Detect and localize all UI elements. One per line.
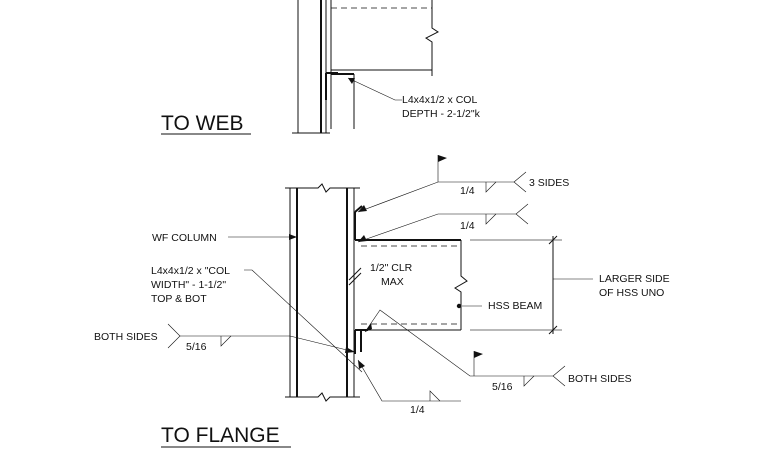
flange-column-top-break bbox=[285, 183, 360, 193]
weld-right-arrow-line bbox=[364, 309, 553, 377]
weld-left-arrow-line bbox=[289, 335, 356, 353]
flange-connection-detail: LARGER SIDE OF HSS UNO HSS BEAM 1/2" CLR… bbox=[94, 155, 670, 448]
weld-top-tail bbox=[513, 171, 527, 193]
weld-bottom-size: 1/4 bbox=[410, 404, 425, 416]
flange-view-title: TO FLANGE bbox=[161, 424, 280, 447]
web-angle-leader bbox=[347, 77, 402, 101]
flange-column-bottom-break bbox=[285, 392, 360, 402]
weld-right-tail-note: BOTH SIDES bbox=[568, 373, 632, 385]
weld-right-fillet-symbol bbox=[523, 375, 535, 387]
weld-top-tail-note: 3 SIDES bbox=[529, 177, 569, 189]
weld-right-size: 5/16 bbox=[492, 381, 513, 393]
weld-bottom-arrow-line bbox=[357, 359, 461, 402]
weld-symbol-right: 5/16 BOTH SIDES bbox=[364, 309, 632, 393]
web-angle-note-line-1: L4x4x1/2 x COL bbox=[402, 94, 477, 106]
weld-second-size: 1/4 bbox=[460, 220, 475, 232]
weld-second-fillet-symbol bbox=[485, 213, 497, 225]
weld-symbol-second: 1/4 bbox=[357, 203, 529, 243]
clearance-tick-2 bbox=[348, 272, 362, 286]
weld-left-size: 5/16 bbox=[186, 341, 207, 353]
web-connection-detail: L4x4x1/2 x COL DEPTH - 2-1/2"k TO WEB bbox=[161, 0, 481, 135]
weld-top-field-flag bbox=[438, 155, 447, 162]
weld-bottom-fillet-symbol bbox=[429, 390, 441, 402]
weld-right-tail bbox=[552, 365, 566, 387]
weld-second-arrowhead bbox=[358, 235, 367, 242]
weld-left-arrowhead bbox=[345, 347, 355, 353]
hss-beam-break-line bbox=[454, 240, 468, 330]
flange-angle-note-line-3: TOP & BOT bbox=[151, 293, 207, 305]
web-beam-break-line bbox=[425, 0, 439, 76]
dim-note-line-1: LARGER SIDE bbox=[599, 273, 670, 285]
weld-right-arrowhead bbox=[365, 323, 372, 332]
clearance-note-line-1: 1/2" CLR bbox=[370, 262, 413, 274]
weld-second-arrow-line bbox=[357, 213, 516, 243]
beam-label-dot bbox=[456, 303, 462, 309]
flange-angle-note-line-1: L4x4x1/2 x "COL bbox=[151, 265, 230, 277]
column-leader-arrow bbox=[289, 234, 297, 240]
flange-angle-note-line-2: WIDTH" - 1-1/2" bbox=[151, 279, 226, 291]
web-leader-arrow bbox=[348, 78, 355, 84]
dim-tick-bottom bbox=[548, 325, 558, 335]
clearance-tick-1 bbox=[348, 267, 362, 281]
flange-angle-leader bbox=[244, 269, 363, 373]
weld-symbol-left: BOTH SIDES 5/16 bbox=[94, 323, 356, 353]
weld-second-tail bbox=[515, 203, 529, 225]
weld-top-fillet-symbol bbox=[485, 181, 497, 193]
weld-bottom-arrowhead bbox=[358, 360, 365, 369]
column-label: WF COLUMN bbox=[152, 232, 217, 244]
weld-symbol-top: 1/4 3 SIDES bbox=[357, 155, 569, 213]
weld-top-arrowhead bbox=[358, 205, 367, 212]
weld-left-fillet-symbol bbox=[220, 335, 232, 347]
weld-right-field-flag bbox=[474, 351, 483, 358]
web-angle-outline bbox=[325, 72, 338, 100]
web-view-title: TO WEB bbox=[161, 112, 243, 135]
beam-label: HSS BEAM bbox=[488, 300, 542, 312]
flange-top-angle bbox=[354, 205, 363, 240]
weld-symbol-bottom: 1/4 bbox=[357, 359, 461, 416]
dim-tick-top bbox=[548, 235, 558, 245]
clearance-note-line-2: MAX bbox=[381, 276, 404, 288]
web-angle-note-line-2: DEPTH - 2-1/2"k bbox=[402, 108, 481, 120]
weld-top-arrow-line bbox=[357, 181, 514, 213]
weld-top-size: 1/4 bbox=[460, 185, 475, 197]
weld-left-tail bbox=[167, 323, 181, 349]
dim-note-line-2: OF HSS UNO bbox=[599, 287, 664, 299]
weld-left-tail-note: BOTH SIDES bbox=[94, 331, 158, 343]
